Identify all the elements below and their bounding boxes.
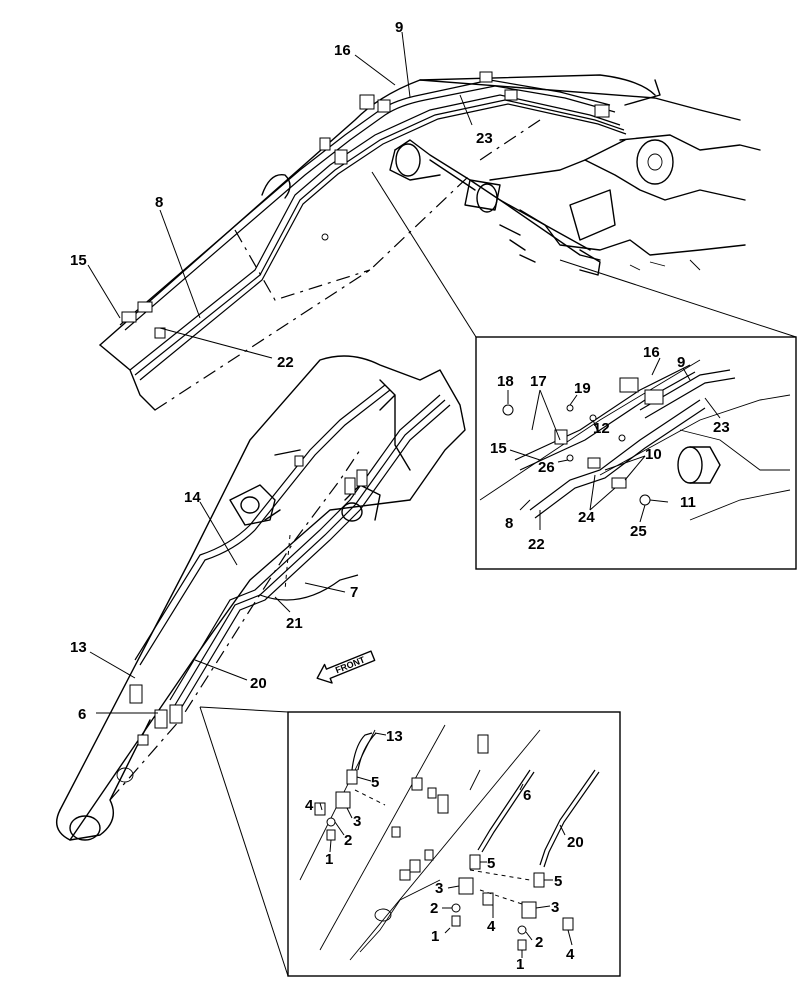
detail-bottom-callout-20: 20	[567, 834, 584, 851]
detail-top-callout-11: 11	[680, 494, 696, 511]
detail-top-callout-22: 22	[528, 536, 545, 553]
detail-bottom-callout-2c: 2	[535, 934, 543, 951]
detail-top-callout-25: 25	[630, 523, 647, 540]
arm-assembly	[56, 355, 466, 841]
detail-bottom-callout-5a: 5	[371, 774, 379, 791]
callout-22: 22	[277, 354, 294, 371]
callout-15: 15	[70, 252, 87, 269]
main-callouts: 16 9 23 8 15 22 14 7 21 20 13 6	[70, 19, 493, 723]
detail-box-boom-top	[371, 171, 797, 570]
detail-top-callout-18: 18	[497, 373, 514, 390]
detail-bottom-callout-5c: 5	[554, 873, 562, 890]
detail-bottom-callout-2a: 2	[344, 832, 352, 849]
detail-top-callout-16: 16	[643, 344, 660, 361]
detail-top-callout-10: 10	[645, 446, 662, 463]
callout-23: 23	[476, 130, 493, 147]
callout-16: 16	[334, 42, 351, 59]
detail-bottom-callout-6: 6	[523, 787, 531, 804]
detail-top-callout-17: 17	[530, 373, 547, 390]
callout-8: 8	[155, 194, 163, 211]
arm-hoses	[129, 384, 451, 746]
callout-7: 7	[350, 584, 358, 601]
callout-20: 20	[250, 675, 267, 692]
detail-top-callout-8: 8	[505, 515, 513, 532]
detail-top-callout-26: 26	[538, 459, 555, 476]
detail-top-callout-12: 12	[593, 420, 610, 437]
detail-bottom-callout-3b: 3	[435, 880, 443, 897]
boom-hoses	[119, 71, 627, 381]
detail-bottom-callout-4b: 4	[487, 918, 496, 935]
detail-bottom-callout-2b: 2	[430, 900, 438, 917]
detail-bottom-callouts: 13 5 4 3 2 1 6 20 5 3 2 1 4 5 3 2 1 4	[305, 728, 584, 973]
detail-bottom-callout-1c: 1	[516, 956, 524, 973]
detail-bottom-callout-4a: 4	[305, 797, 314, 814]
detail-top-callout-24: 24	[578, 509, 595, 526]
callout-9: 9	[395, 19, 403, 36]
detail-top-callout-9: 9	[677, 354, 685, 371]
detail-bottom-callout-3c: 3	[551, 899, 559, 916]
detail-top-callout-15: 15	[490, 440, 507, 457]
callout-13: 13	[70, 639, 87, 656]
callout-14: 14	[184, 489, 201, 506]
detail-bottom-callout-13: 13	[386, 728, 403, 745]
detail-top-callout-23: 23	[713, 419, 730, 436]
detail-bottom-callout-1b: 1	[431, 928, 439, 945]
detail-top-callout-19: 19	[574, 380, 591, 397]
detail-bottom-callout-1a: 1	[325, 851, 333, 868]
detail-bottom-callout-3a: 3	[353, 813, 361, 830]
front-direction-arrow: FRONT	[316, 650, 376, 684]
detail-box-arm-bottom	[199, 706, 621, 977]
callout-21: 21	[286, 615, 303, 632]
front-label: FRONT	[334, 654, 367, 675]
detail-top-callouts: 16 9 18 17 19 23 12 15 26 10 11 8 24 25 …	[490, 344, 730, 553]
detail-bottom-callout-4c: 4	[566, 946, 575, 963]
callout-6: 6	[78, 706, 86, 723]
main-leader-lines	[87, 31, 473, 714]
detail-bottom-callout-5b: 5	[487, 855, 495, 872]
boom-assembly	[99, 74, 761, 411]
